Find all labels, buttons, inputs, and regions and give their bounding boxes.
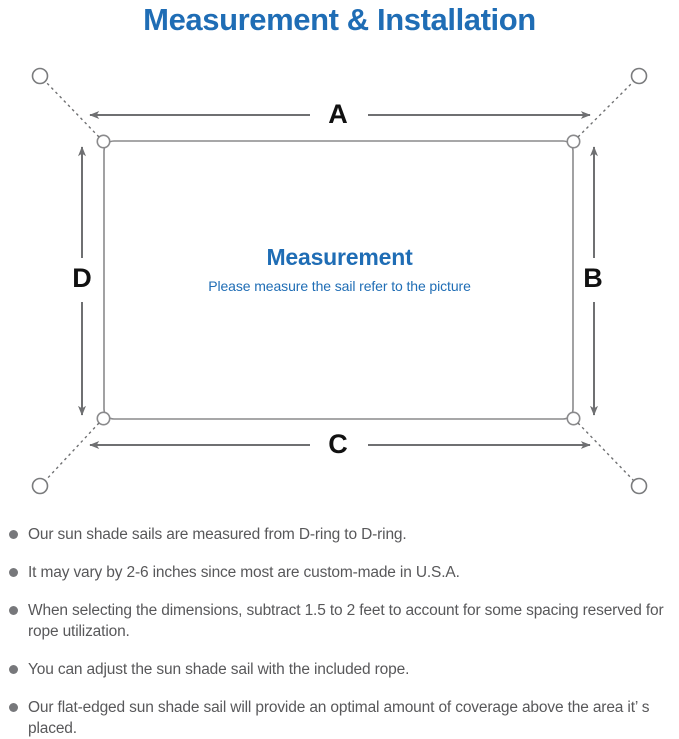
rope-top-left <box>43 79 100 138</box>
rope-bottom-left <box>43 422 100 483</box>
d-ring-top-right <box>566 134 581 149</box>
sail-diagram-svg <box>31 67 648 495</box>
d-ring-bottom-right <box>566 411 581 426</box>
notes-list: Our sun shade sails are measured from D-… <box>0 524 679 739</box>
list-item: You can adjust the sun shade sail with t… <box>0 659 679 680</box>
list-item-text: When selecting the dimensions, subtract … <box>28 602 664 640</box>
bullet-icon <box>9 530 18 539</box>
anchor-top-right <box>630 67 648 85</box>
list-item: Our flat-edged sun shade sail will provi… <box>0 697 679 739</box>
bullet-icon <box>9 665 18 674</box>
list-item-text: Our sun shade sails are measured from D-… <box>28 526 407 543</box>
list-item-text: Our flat-edged sun shade sail will provi… <box>28 699 650 737</box>
list-item: It may vary by 2-6 inches since most are… <box>0 562 679 583</box>
list-item: When selecting the dimensions, subtract … <box>0 600 679 642</box>
bullet-icon <box>9 568 18 577</box>
anchor-bottom-left <box>31 477 49 495</box>
sail-outline <box>103 140 574 420</box>
anchor-points <box>31 67 648 495</box>
measurement-diagram: Measurement Please measure the sail refe… <box>0 46 679 516</box>
rope-lines <box>43 79 636 483</box>
rope-bottom-right <box>577 422 636 483</box>
page-title: Measurement & Installation <box>143 2 536 37</box>
anchor-top-left <box>31 67 49 85</box>
list-item-text: It may vary by 2-6 inches since most are… <box>28 564 460 581</box>
anchor-bottom-right <box>630 477 648 495</box>
list-item: Our sun shade sails are measured from D-… <box>0 524 679 545</box>
d-ring-top-left <box>96 134 111 149</box>
rope-top-right <box>577 79 636 138</box>
bullet-icon <box>9 606 18 615</box>
bullet-icon <box>9 703 18 712</box>
list-item-text: You can adjust the sun shade sail with t… <box>28 661 410 678</box>
d-ring-bottom-left <box>96 411 111 426</box>
